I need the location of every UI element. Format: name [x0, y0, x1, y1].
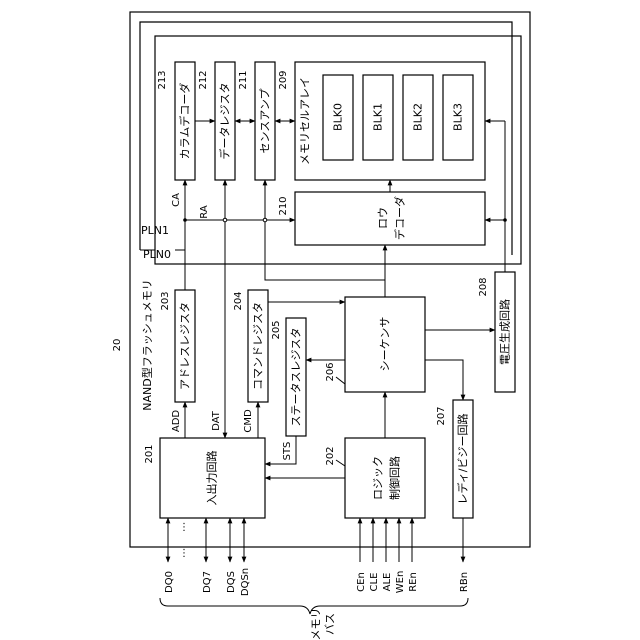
ca-signal-label: CA: [171, 193, 182, 207]
row-decoder-block: [295, 192, 485, 245]
ra-signal-label: RA: [199, 205, 210, 219]
status-register-ref: 205: [271, 320, 282, 339]
cmd-signal-label: CMD: [243, 409, 254, 433]
ale-pin-label: ALE: [382, 573, 393, 592]
sequencer-ref-leader: [336, 377, 345, 384]
column-decoder-label: カラムデコーダ: [178, 83, 192, 160]
data-register-ref: 212: [198, 70, 209, 89]
logic-control-ref-leader: [336, 460, 345, 466]
sequencer-label: シーケンサ: [379, 317, 392, 372]
blk0-label: BLK0: [332, 103, 345, 131]
dq7-pin-label: DQ7: [202, 571, 213, 593]
address-register-label: アドレスレジスタ: [179, 302, 192, 390]
sense-amp-ref: 211: [238, 70, 249, 89]
ren-pin-label: REn: [408, 572, 419, 592]
data-register-label: データレジスタ: [218, 83, 232, 160]
voltage-generator-ref: 208: [478, 277, 489, 296]
rbn-pin-label: RBn: [459, 572, 470, 592]
ra-junction-dot: [183, 218, 187, 222]
dat-signal-label: DAT: [211, 410, 222, 431]
column-decoder-ref: 213: [157, 70, 168, 89]
row-decoder-ref: 210: [278, 196, 289, 215]
plane-pln1-label: PLN1: [141, 224, 169, 237]
dat-crossing-dot: [223, 218, 227, 222]
command-register-ref: 204: [233, 291, 244, 310]
chip-name: NAND型フラッシュメモリ: [140, 279, 154, 410]
dqsn-pin-label: DQSn: [240, 568, 251, 596]
voltage-generator-label: 電圧生成回路: [498, 299, 512, 365]
logic-control-block: [345, 438, 425, 518]
dq0-pin-label: DQ0: [164, 571, 175, 593]
cle-pin-label: CLE: [369, 573, 380, 592]
logic-control-ref: 202: [325, 446, 336, 465]
address-register-ref: 203: [160, 291, 171, 310]
status-register-label: ステータスレジスタ: [290, 328, 303, 427]
dq-ellipsis-lower: ⋮: [179, 548, 189, 559]
command-register-label: コマンドレジスタ: [252, 302, 265, 390]
dq-ellipsis-upper: ⋮: [179, 522, 189, 533]
sequencer-to-readybusy-line: [425, 360, 463, 400]
logic-control-label-1: ロジック: [372, 456, 385, 500]
blk1-label: BLK1: [372, 103, 385, 131]
blk3-label: BLK3: [452, 103, 465, 131]
sense-amp-label: センスアンプ: [259, 88, 272, 153]
memory-cell-array-label: メモリセルアレイ: [299, 77, 312, 165]
chip-ref: 20: [112, 339, 123, 352]
wen-pin-label: WEn: [395, 571, 406, 594]
plane-pln0-label: PLN0: [143, 248, 171, 261]
memory-bus-label-2: バス: [324, 613, 337, 635]
cen-pin-label: CEn: [356, 572, 367, 592]
voltagegen-junction-dot: [503, 218, 507, 222]
ready-busy-ref: 207: [436, 406, 447, 425]
memory-cell-array-ref: 209: [278, 70, 289, 89]
sense-crossing-dot: [263, 218, 267, 222]
add-signal-label: ADD: [171, 410, 182, 433]
io-circuit-ref: 201: [144, 444, 155, 463]
sts-signal-label: STS: [282, 442, 293, 461]
logic-control-label-2: 制御回路: [388, 456, 402, 500]
blk2-label: BLK2: [412, 103, 425, 131]
row-decoder-label-1: ロウ: [377, 207, 390, 229]
dqs-pin-label: DQS: [226, 571, 237, 593]
io-circuit-label: 入出力回路: [205, 451, 219, 506]
memory-bus-label-1: メモリ: [310, 608, 323, 640]
ready-busy-label: レディ/ビジー回路: [456, 414, 470, 505]
sequencer-ref: 206: [325, 362, 336, 381]
row-decoder-label-2: デコーダ: [393, 196, 407, 240]
